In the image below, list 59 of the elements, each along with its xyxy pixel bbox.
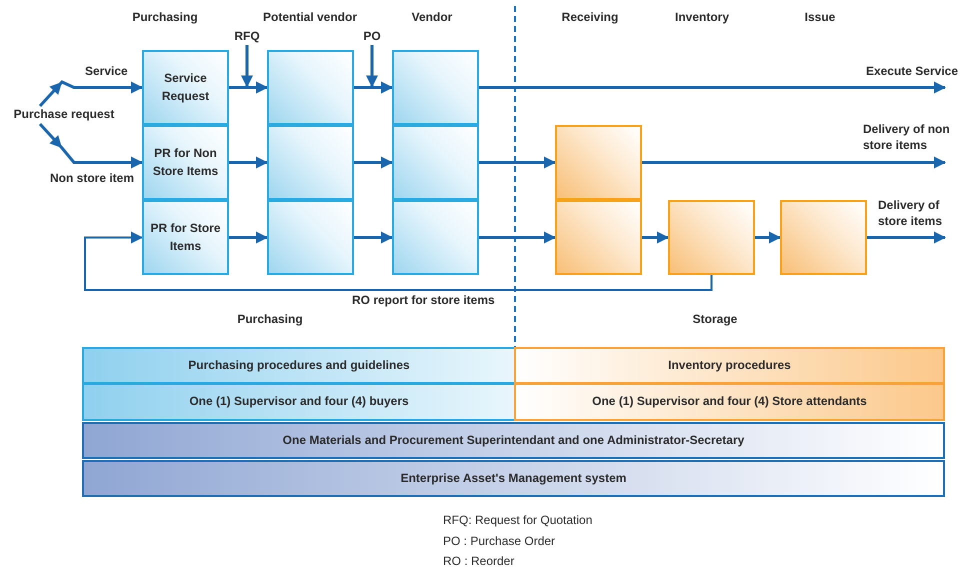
info-band xyxy=(82,422,945,459)
section-heading: Storage xyxy=(692,312,738,326)
legend-note: PO : Purchase Order xyxy=(443,534,556,548)
arrow xyxy=(479,82,946,94)
process-box xyxy=(142,200,229,275)
legend-note: RFQ: Request for Quotation xyxy=(443,513,592,527)
arrow xyxy=(229,156,268,168)
process-box xyxy=(392,200,479,275)
arrow xyxy=(479,156,556,168)
process-box xyxy=(267,125,354,200)
node-label: Purchase request xyxy=(12,106,116,124)
section-heading: Purchasing xyxy=(132,10,198,24)
node-label: Service Request xyxy=(160,70,210,104)
arrow xyxy=(354,156,393,168)
node-label: Inventory procedures xyxy=(667,356,792,374)
arrow xyxy=(354,232,393,244)
process-box xyxy=(142,125,229,200)
info-band xyxy=(82,383,516,421)
process-box xyxy=(555,200,642,275)
node-label: PO xyxy=(362,28,382,46)
process-box xyxy=(392,50,479,125)
info-band xyxy=(514,347,945,384)
node-label: Enterprise Asset's Management system xyxy=(400,470,628,487)
section-heading: Issue xyxy=(804,10,836,24)
arrow xyxy=(229,232,268,244)
node-label: RFQ xyxy=(233,28,261,46)
process-box xyxy=(780,200,867,275)
arrow xyxy=(241,45,268,94)
arrow xyxy=(38,80,143,108)
section-heading: Vendor xyxy=(412,10,452,24)
node-label: Purchasing procedures and guidelines xyxy=(187,356,411,374)
section-heading: Inventory xyxy=(675,10,729,24)
arrow xyxy=(479,232,556,244)
arrow xyxy=(642,232,669,244)
node-label: PR for Store Items xyxy=(149,220,222,254)
edge-label: RO report for store items xyxy=(350,292,497,308)
process-box xyxy=(267,50,354,125)
info-band xyxy=(82,460,945,497)
process-box xyxy=(267,200,354,275)
process-box xyxy=(668,200,755,275)
process-box xyxy=(392,125,479,200)
arrow xyxy=(84,232,712,291)
node-label: One Materials and Procurement Superintendant and one Administrator-Secretary xyxy=(282,432,746,449)
node-label: One (1) Supervisor and four (4) buyers xyxy=(188,393,410,410)
section-heading: Potential vendor xyxy=(263,10,357,24)
arrow xyxy=(867,232,946,244)
legend-note: RO : Reorder xyxy=(443,554,514,567)
process-box xyxy=(555,125,642,200)
arrow xyxy=(38,122,143,168)
node-label: One (1) Supervisor and four (4) Store attendants xyxy=(591,393,868,410)
section-heading: Receiving xyxy=(562,10,618,24)
arrow xyxy=(755,232,781,244)
info-band xyxy=(82,347,516,384)
process-box xyxy=(142,50,229,125)
section-heading: Purchasing xyxy=(237,312,303,326)
arrow xyxy=(366,45,393,94)
arrow xyxy=(642,156,946,168)
node-label: PR for Non Store Items xyxy=(152,145,220,180)
info-band xyxy=(514,383,945,421)
